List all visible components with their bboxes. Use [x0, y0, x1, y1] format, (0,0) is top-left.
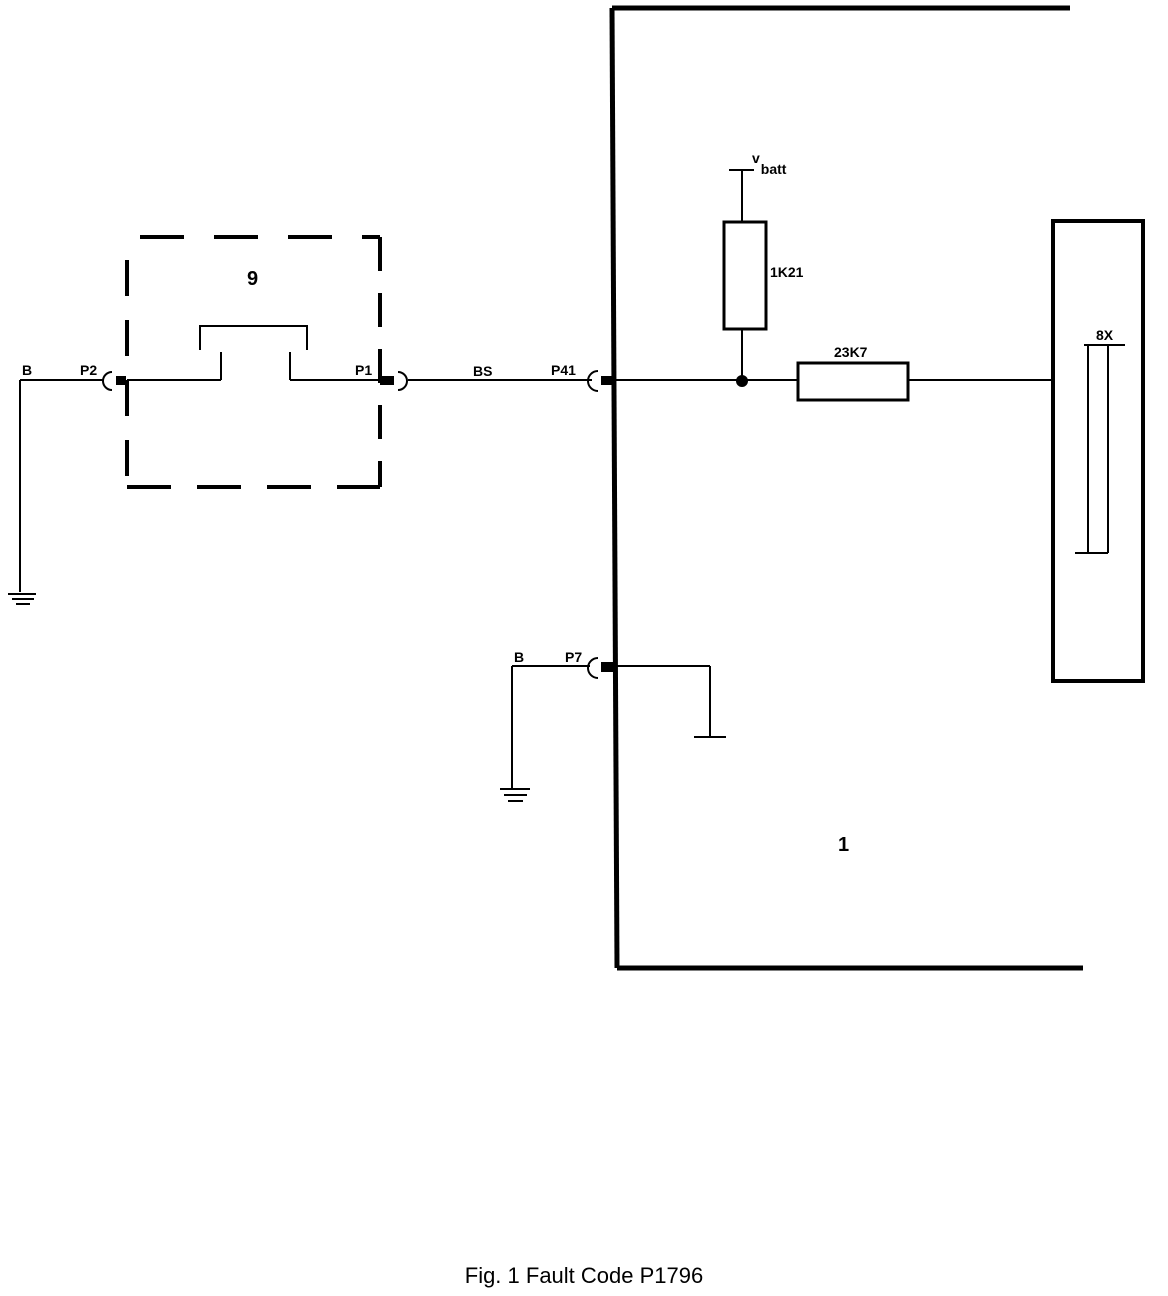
switch-module-enclosure	[125, 235, 382, 489]
resistor-pullup-label: 1K21	[770, 264, 804, 280]
connector-p41-icon	[587, 370, 614, 392]
resistor-series-label: 23K7	[834, 344, 868, 360]
connector-p7-icon	[587, 657, 614, 679]
resistor-series	[796, 361, 910, 402]
wire-bs-label: BS	[473, 363, 492, 379]
pin-p1-label: P1	[355, 362, 372, 378]
control-unit-housing	[609, 5, 1083, 971]
ground-p7-icon	[500, 788, 530, 802]
wire-b-p7	[511, 665, 590, 788]
control-unit-label: 1	[838, 834, 849, 856]
wire-b-p7-label: B	[514, 649, 524, 665]
processor-inner-element	[1075, 344, 1125, 554]
connector-p1-icon	[380, 371, 408, 391]
wire-b-left-label: B	[22, 362, 32, 378]
pin-p7-label: P7	[565, 649, 582, 665]
figure-caption: Fig. 1 Fault Code P1796	[464, 1263, 704, 1288]
processor-block	[1051, 219, 1145, 683]
internal-ground-line	[614, 665, 726, 738]
pin-p2-label: P2	[80, 362, 97, 378]
switch-contact	[127, 325, 380, 381]
wire-b-left	[19, 379, 104, 592]
resistor-pullup	[722, 220, 768, 331]
ground-left-icon	[8, 593, 36, 605]
vbatt-label: vbatt	[752, 150, 787, 177]
vbatt-supply-icon	[729, 169, 754, 222]
vbatt-subscript: batt	[761, 161, 787, 177]
processor-label: 8X	[1096, 327, 1114, 343]
pin-p41-label: P41	[551, 362, 576, 378]
vbatt-v: v	[752, 150, 760, 166]
connector-p2-icon	[102, 371, 126, 391]
switch-module-label: 9	[247, 268, 258, 290]
